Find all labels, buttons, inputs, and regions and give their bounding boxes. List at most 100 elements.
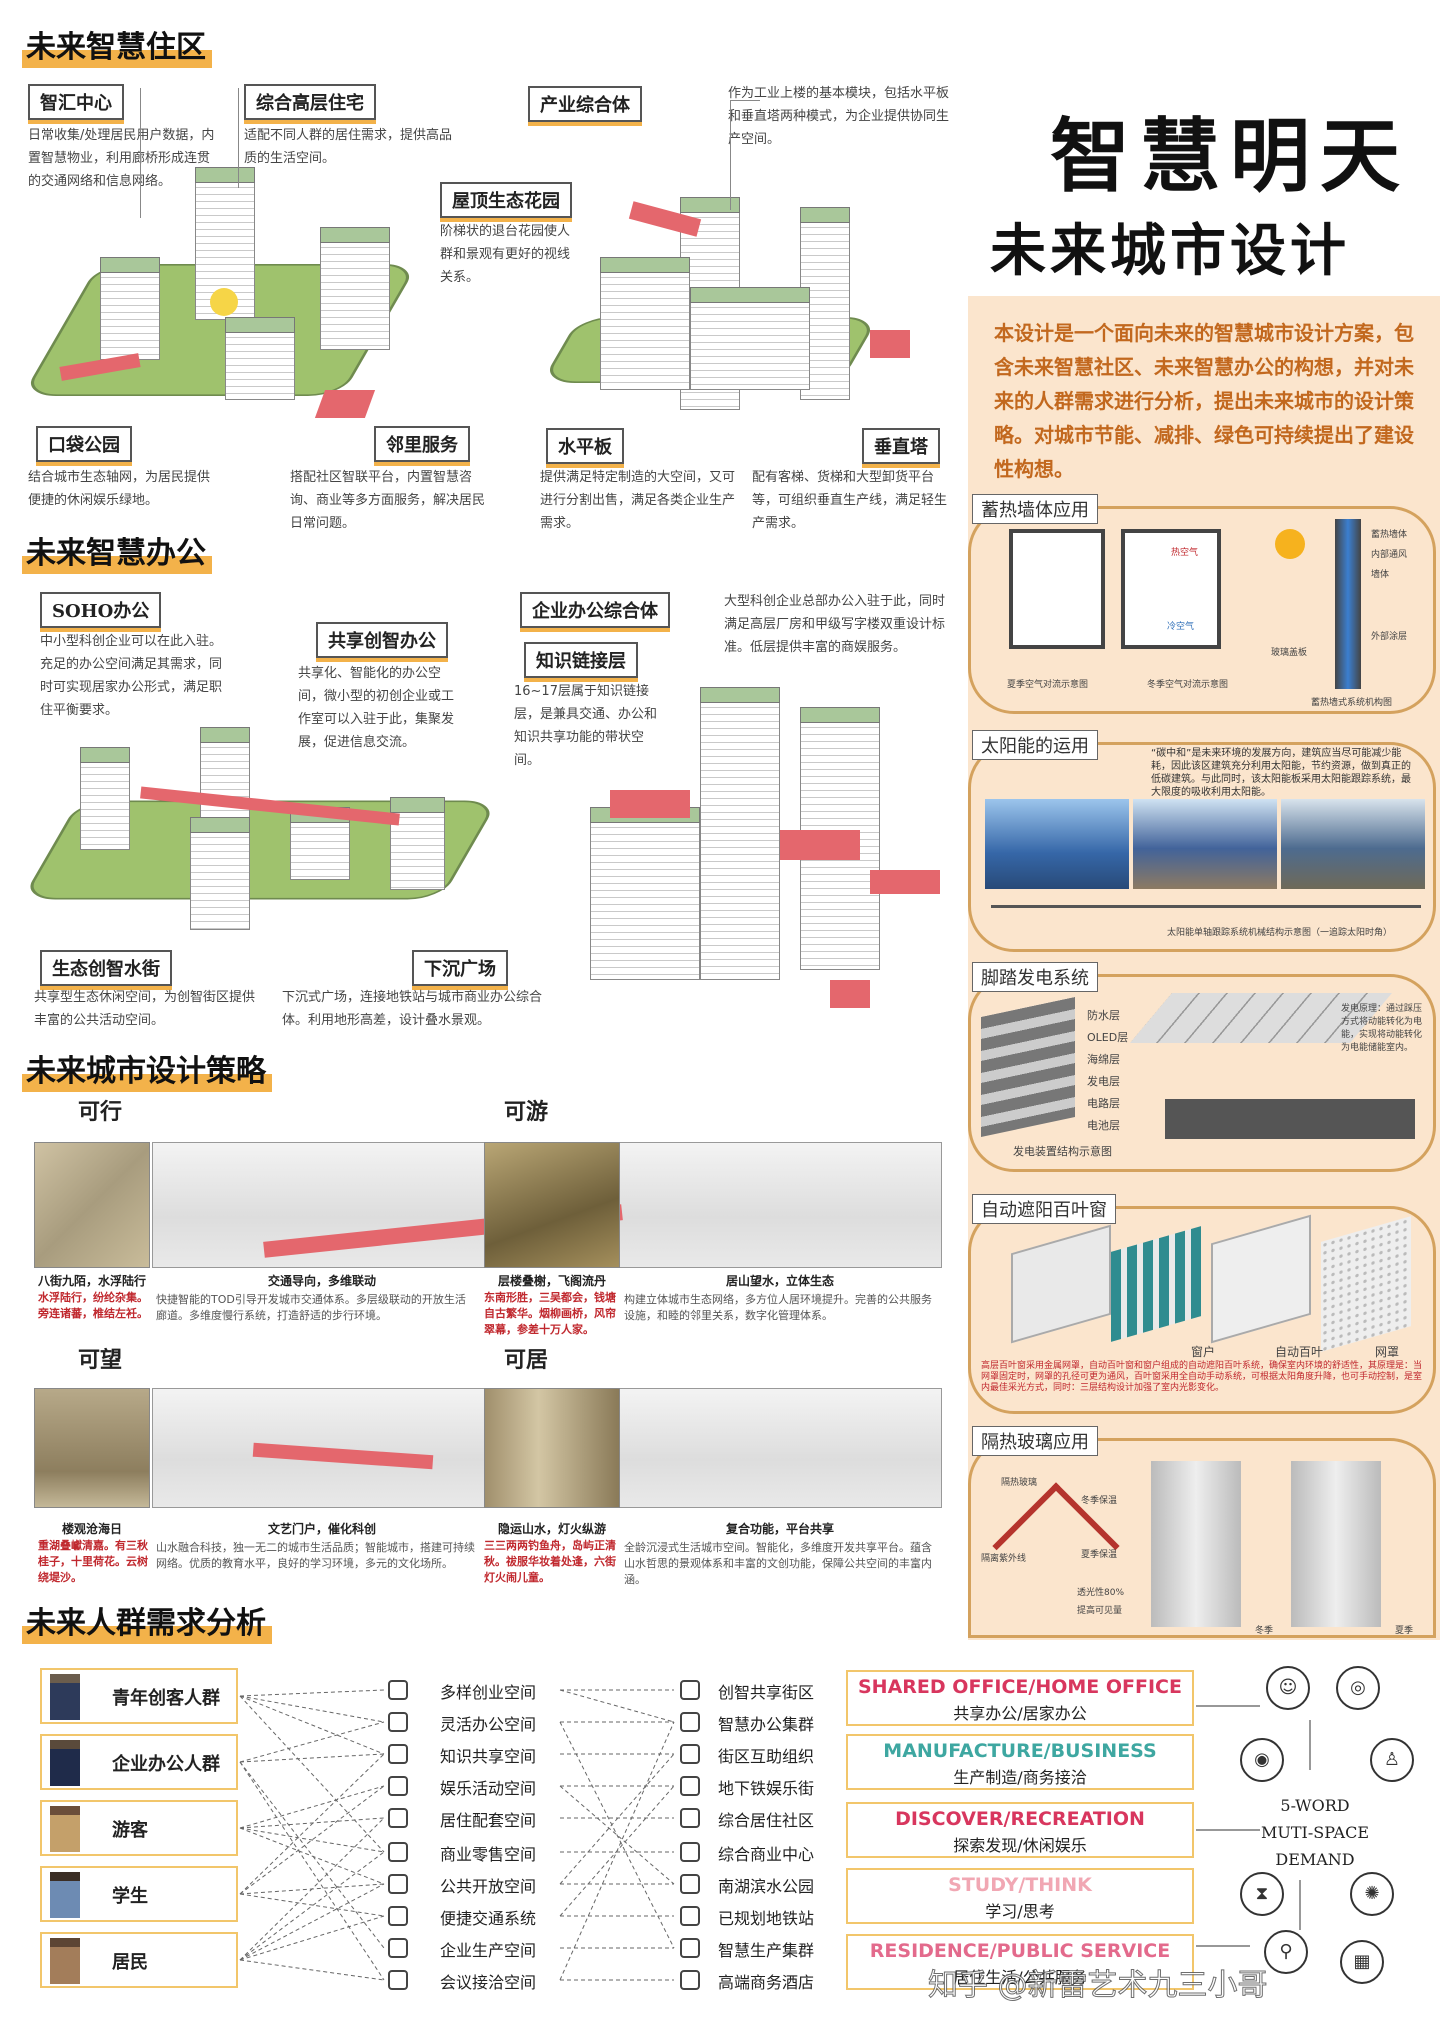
render-caption: 文艺门户，催化科创 <box>267 1522 376 1536</box>
glass-label: 提高可见量 <box>1077 1606 1123 1616</box>
glass-label: 冬季保温 <box>1081 1496 1118 1506</box>
building <box>320 227 390 350</box>
render-caption: 复合功能，平台共享 <box>725 1522 834 1536</box>
link-line <box>239 1785 385 1895</box>
mall-icon <box>680 1842 700 1862</box>
link-line <box>559 1753 675 1885</box>
layer-label: 电路层 <box>1087 1097 1120 1110</box>
panel-title-glass: 隔热玻璃应用 <box>972 1426 1098 1456</box>
link-line <box>559 1721 675 1981</box>
link-line <box>239 1893 385 1917</box>
panel-title-wall: 蓄热墙体应用 <box>972 494 1098 524</box>
solar-text: “碳中和”是未来环境的发展方向，建筑应当尽可能减少能耗，因此该区建筑充分利用太阳… <box>1151 748 1411 798</box>
glass-section <box>1151 1461 1241 1627</box>
space-item: 会议接洽空间 <box>440 1973 537 1992</box>
link-line <box>559 1785 675 1917</box>
link-line <box>239 1695 385 1723</box>
link-line <box>239 1883 385 1895</box>
building <box>290 807 350 880</box>
palette-icon: ◎ <box>1336 1666 1380 1710</box>
microscope-icon: ⚲ <box>1264 1930 1308 1974</box>
frame-layer <box>1211 1214 1311 1344</box>
heading-community: 未来智慧住区 <box>22 22 212 70</box>
bridge <box>870 870 940 894</box>
label-pocket: 口袋公园 <box>36 426 132 466</box>
building <box>590 807 700 980</box>
step-caption: 发电装置结构示意图 <box>1013 1145 1112 1158</box>
office-icon <box>680 1712 700 1732</box>
desc-vertical: 配有客梯、货梯和大型卸货平台等，可组织垂直生产线，满足轻生产需求。 <box>752 470 948 531</box>
strategy-tag-1: 可行 <box>58 1094 143 1126</box>
label: 墙体 <box>1371 570 1390 580</box>
link-line <box>239 1851 385 1961</box>
label-complex: 企业办公综合体 <box>520 592 670 632</box>
strategy-text: 全龄沉浸式生活城市空间。智能化，多维度开发共享平台。蕴含山水哲思的景观体系和丰富… <box>624 1541 932 1586</box>
space-item: 公共开放空间 <box>440 1877 537 1896</box>
room-diagram <box>1009 529 1105 649</box>
space-item: 企业生产空间 <box>440 1941 537 1960</box>
user-icon: ♙ <box>1370 1738 1414 1782</box>
game-icon <box>388 1776 408 1796</box>
label-cowork: 共享创智办公 <box>316 622 448 662</box>
link-line <box>239 1761 385 1949</box>
label: 夏季空气对流示意图 <box>1007 680 1089 690</box>
layer-label: 发电层 <box>1087 1075 1120 1088</box>
room-diagram <box>1121 529 1221 649</box>
building <box>80 747 130 850</box>
link-line <box>239 1827 385 1885</box>
label: 蓄热墙式系统机构图 <box>1311 698 1393 708</box>
layer-stack <box>981 997 1075 1137</box>
painting <box>484 1388 620 1508</box>
persona-card: 居民 <box>40 1932 238 1988</box>
persona-name: 居民 <box>112 1952 148 1973</box>
label-water: 生态创智水街 <box>40 950 172 990</box>
intro-text: 本设计是一个面向未来的智慧城市设计方案，包含未来智慧社区、未来智慧办公的构想，并… <box>994 321 1414 481</box>
place-item: 综合居住社区 <box>718 1811 815 1830</box>
label-link: 知识链接层 <box>524 642 638 682</box>
poem-quote: 东南形胜，三吴都会，钱塘自古繁华。烟柳画桥，风帘翠幕，参差十万人家。 <box>484 1291 616 1336</box>
link-line <box>239 1827 385 1853</box>
link-line <box>239 1695 385 1853</box>
link-line <box>239 1721 385 1763</box>
label-vertical: 垂直塔 <box>862 428 940 468</box>
leader <box>730 100 731 210</box>
title-block: 智慧明天 未来城市设计 <box>968 60 1440 296</box>
person-icon <box>50 1938 80 1984</box>
demand-title-line: 5-WORD <box>1280 1796 1350 1815</box>
persona-name: 游客 <box>112 1820 148 1841</box>
bridge <box>610 790 690 818</box>
link-line <box>239 1817 385 1829</box>
outcome-box: DISCOVER/RECREATION 探索发现/休闲娱乐 <box>846 1802 1194 1858</box>
desc-industry: 作为工业上楼的基本模块，包括水平板和垂直塔两种模式，为企业提供协同生产空间。 <box>728 86 950 147</box>
place-item: 智慧生产集群 <box>718 1941 815 1960</box>
persona-name: 青年创客人群 <box>112 1688 220 1709</box>
outcome-zh: 共享办公/居家办公 <box>953 1704 1087 1723</box>
poem-quote: 水浮陆行，纷纶杂集。旁连诸蕃，椎结左衽。 <box>38 1291 148 1320</box>
label-soho: SOHO办公 <box>40 592 162 632</box>
label-horizontal: 水平板 <box>546 428 624 468</box>
outcome-box: STUDY/THINK 学习/思考 <box>846 1868 1194 1924</box>
link-line <box>239 1689 385 1697</box>
space-item: 知识共享空间 <box>440 1747 537 1766</box>
outcome-en: RESIDENCE/PUBLIC SERVICE <box>869 1940 1171 1962</box>
label: 玻璃盖板 <box>1271 648 1308 658</box>
painting-caption: 层楼叠榭，飞阁流丹 <box>497 1274 606 1288</box>
strategy-text: 构建立体城市生态网络，多方位人居环境提升。完善的公共服务设施，和睦的邻里关系，数… <box>624 1293 932 1322</box>
solar-photo <box>1133 799 1277 889</box>
label: 热空气 <box>1171 548 1199 558</box>
layer-label: 防水层 <box>1087 1009 1120 1022</box>
solar-caption: 太阳能单轴跟踪系统机械结构示意图（一追踪太阳时角） <box>1167 928 1393 938</box>
hub-sphere <box>210 288 238 316</box>
label-neighbor: 邻里服务 <box>374 426 470 466</box>
desc-hub: 日常收集/处理居民用户数据，内置智慧物业，利用廊桥形成连贯的交通网络和信息网络。 <box>28 128 215 189</box>
desc-plaza: 下沉式广场，连接地铁站与城市商业办公综合体。利用地形高差，设计叠水景观。 <box>282 990 543 1028</box>
title-main: 智慧明天 <box>1050 109 1410 203</box>
residence-icon <box>680 1808 700 1828</box>
place-item: 综合商业中心 <box>718 1845 815 1864</box>
place-item: 智慧办公集群 <box>718 1715 815 1734</box>
poem-quote: 三三两两钓鱼舟，岛屿正清秋。祓服华妆着处逢，六街灯火闹儿童。 <box>484 1539 616 1584</box>
hourglass-icon: ⧗ <box>1240 1872 1284 1916</box>
label: 冬季空气对流示意图 <box>1147 680 1229 690</box>
place-item: 创智共享街区 <box>718 1683 815 1702</box>
label: 蓄热墙体 <box>1371 530 1408 540</box>
